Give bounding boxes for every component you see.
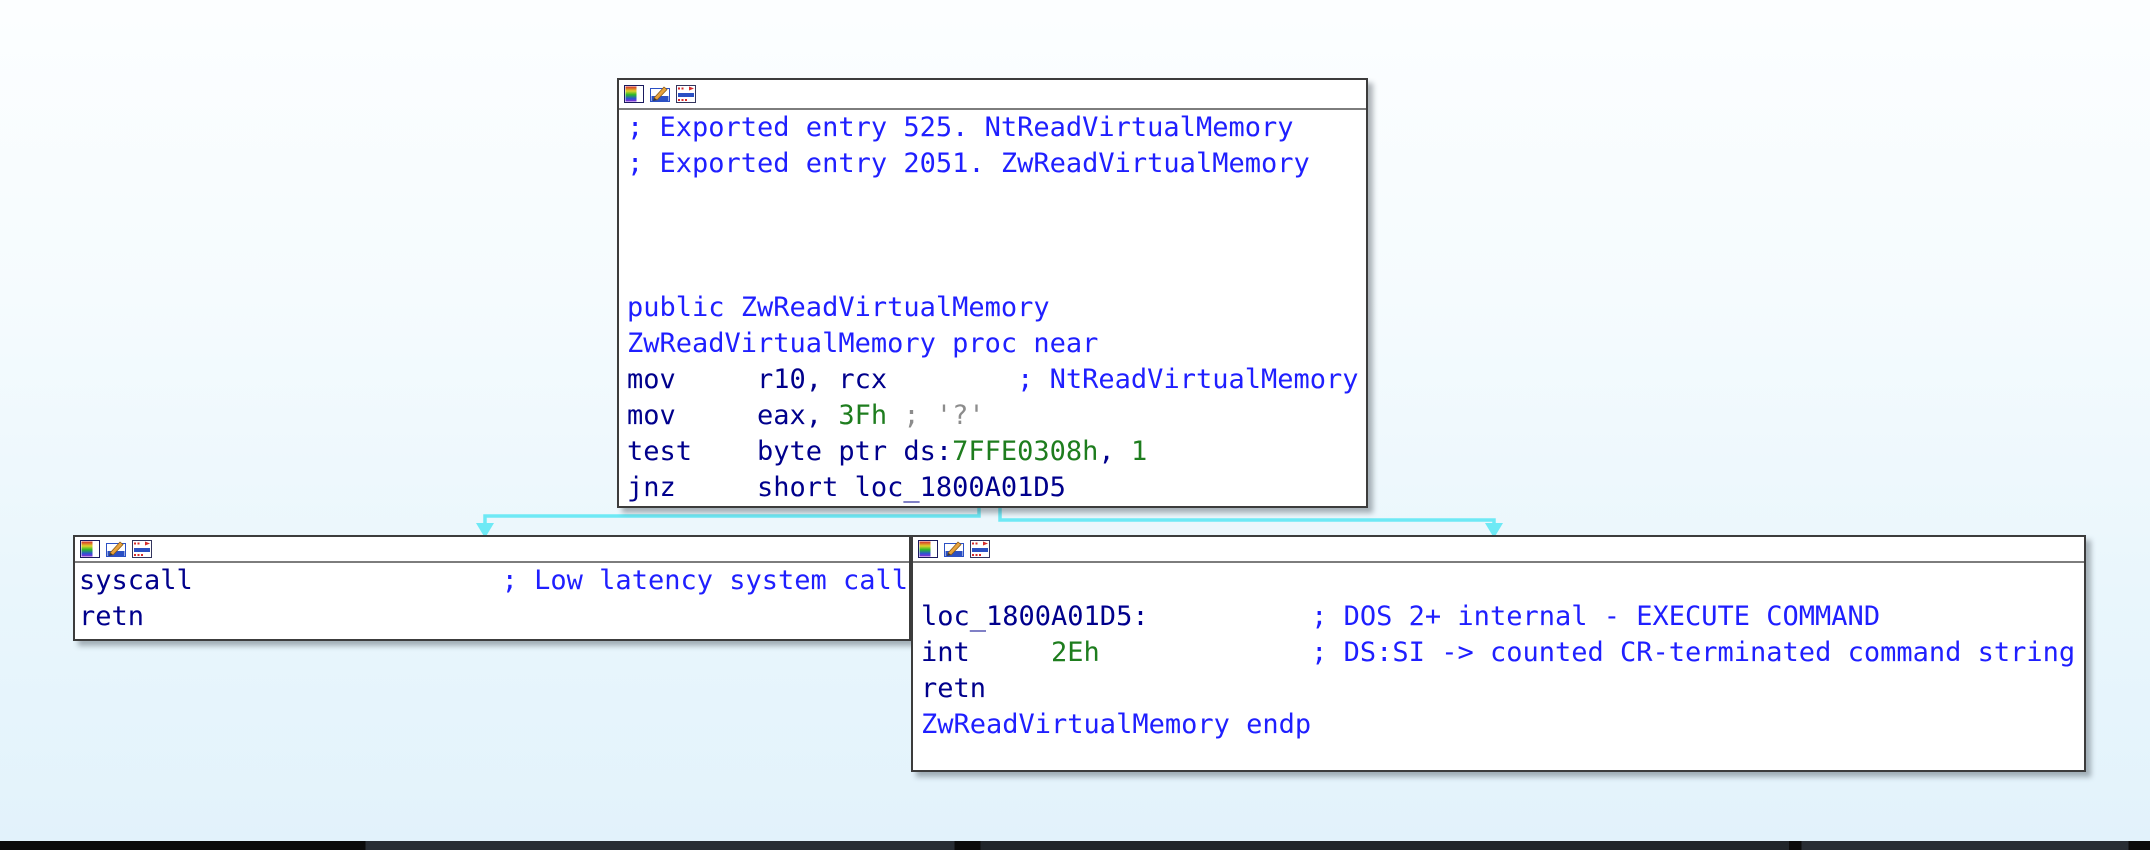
code-segment: 2Eh xyxy=(1051,637,1100,668)
code-segment: 7FFE0308h xyxy=(952,436,1098,467)
node-code[interactable]: loc_1800A01D5: ; DOS 2+ internal - EXECU… xyxy=(913,563,2084,772)
code-line[interactable]: mov r10, rcx ; NtReadVirtualMemory xyxy=(627,362,1366,398)
code-line[interactable] xyxy=(921,563,2084,599)
node-title-bar[interactable] xyxy=(75,537,909,563)
code-line[interactable]: int 2Eh ; DS:SI -> counted CR-terminated… xyxy=(921,635,2084,671)
code-line[interactable]: loc_1800A01D5: ; DOS 2+ internal - EXECU… xyxy=(921,599,2084,635)
code-line[interactable]: ; Exported entry 525. NtReadVirtualMemor… xyxy=(627,110,1366,146)
code-segment: ; Exported entry 2051. ZwReadVirtualMemo… xyxy=(627,148,1310,179)
code-line[interactable] xyxy=(627,182,1366,218)
code-segment: mov r10, rcx xyxy=(627,364,1017,395)
code-segment: retn xyxy=(921,673,986,704)
group-node-icon[interactable] xyxy=(676,85,696,103)
taskbar-strip xyxy=(0,841,2150,850)
edit-node-icon[interactable] xyxy=(106,540,126,558)
code-line[interactable] xyxy=(627,218,1366,254)
code-segment: 1 xyxy=(1131,436,1147,467)
code-segment: ; NtReadVirtualMemory xyxy=(1017,364,1358,395)
code-line[interactable]: syscall ; Low latency system call xyxy=(79,563,909,599)
code-segment: syscall xyxy=(79,565,193,596)
basic-block-loc-1800A01D5[interactable]: loc_1800A01D5: ; DOS 2+ internal - EXECU… xyxy=(911,535,2086,772)
code-segment: int xyxy=(921,637,1051,668)
code-line[interactable]: retn xyxy=(921,671,2084,707)
code-segment: mov eax, xyxy=(627,400,838,431)
code-segment: ZwReadVirtualMemory proc near xyxy=(627,328,1098,359)
code-segment: ; Exported entry 525. NtReadVirtualMemor… xyxy=(627,112,1293,143)
node-color-icon[interactable] xyxy=(918,540,938,558)
code-line[interactable] xyxy=(627,254,1366,290)
group-node-icon[interactable] xyxy=(132,540,152,558)
node-color-icon[interactable] xyxy=(80,540,100,558)
code-segment: ; '?' xyxy=(887,400,985,431)
edge-to-syscall-block xyxy=(476,504,979,538)
node-color-icon[interactable] xyxy=(624,85,644,103)
edit-node-icon[interactable] xyxy=(944,540,964,558)
edge-to-loc-block xyxy=(1000,504,1503,538)
node-code[interactable]: syscall ; Low latency system callretn xyxy=(75,563,909,635)
code-line[interactable] xyxy=(921,743,2084,772)
code-segment: public ZwReadVirtualMemory xyxy=(627,292,1050,323)
code-segment: ZwReadVirtualMemory endp xyxy=(921,709,1311,740)
group-node-icon[interactable] xyxy=(970,540,990,558)
node-code[interactable]: ; Exported entry 525. NtReadVirtualMemor… xyxy=(619,110,1366,506)
basic-block-entry[interactable]: ; Exported entry 525. NtReadVirtualMemor… xyxy=(617,78,1368,508)
code-line[interactable]: jnz short loc_1800A01D5 xyxy=(627,470,1366,506)
code-segment: jnz short loc_1800A01D5 xyxy=(627,472,1066,503)
code-line[interactable]: ZwReadVirtualMemory proc near xyxy=(627,326,1366,362)
code-line[interactable]: ; Exported entry 2051. ZwReadVirtualMemo… xyxy=(627,146,1366,182)
node-title-bar[interactable] xyxy=(913,537,2084,563)
code-line[interactable]: mov eax, 3Fh ; '?' xyxy=(627,398,1366,434)
code-segment: ; DOS 2+ internal - EXECUTE COMMAND xyxy=(1149,601,1881,632)
code-line[interactable]: retn xyxy=(79,599,909,635)
code-line[interactable]: ZwReadVirtualMemory endp xyxy=(921,707,2084,743)
code-segment: ; DS:SI -> counted CR-terminated command… xyxy=(1100,637,2075,668)
code-line[interactable]: test byte ptr ds:7FFE0308h, 1 xyxy=(627,434,1366,470)
edit-node-icon[interactable] xyxy=(650,85,670,103)
code-segment: , xyxy=(1098,436,1131,467)
code-segment: ; Low latency system call xyxy=(193,565,908,596)
node-title-bar[interactable] xyxy=(619,80,1366,110)
code-segment: retn xyxy=(79,601,144,632)
code-segment: 3Fh xyxy=(838,400,887,431)
basic-block-syscall[interactable]: syscall ; Low latency system callretn xyxy=(73,535,911,641)
code-segment: loc_1800A01D5: xyxy=(921,601,1149,632)
code-segment: test byte ptr ds: xyxy=(627,436,952,467)
code-line[interactable]: public ZwReadVirtualMemory xyxy=(627,290,1366,326)
